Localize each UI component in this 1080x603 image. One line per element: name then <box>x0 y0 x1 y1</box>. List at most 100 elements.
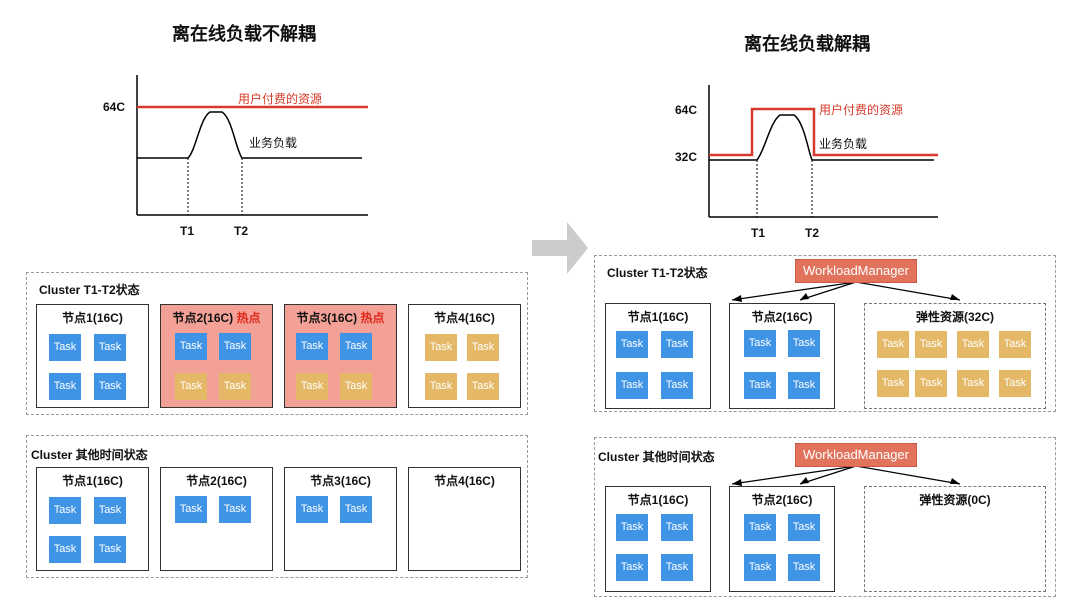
task: Task <box>788 330 820 357</box>
cluster-title: Cluster T1-T2状态 <box>607 266 708 280</box>
task: Task <box>175 373 207 400</box>
left-cluster-t1t2: Cluster T1-T2状态 节点1(16C) Task Task Task … <box>26 272 528 415</box>
task: Task <box>915 331 947 358</box>
task: Task <box>425 373 457 400</box>
task: Task <box>788 372 820 399</box>
task: Task <box>467 334 499 361</box>
task: Task <box>744 330 776 357</box>
task: Task <box>744 554 776 581</box>
node-4: 节点4(16C) Task Task Task Task <box>408 304 521 408</box>
right-t2-label: T2 <box>805 226 820 240</box>
task: Task <box>877 370 909 397</box>
node-title: 节点1(16C) <box>62 474 123 488</box>
left-y-tick-64c: 64C <box>103 100 126 114</box>
node-1: 节点1(16C) Task Task Task Task <box>605 486 711 592</box>
task: Task <box>49 497 81 524</box>
manager-arrow-b2 <box>799 465 857 485</box>
task: Task <box>999 331 1031 358</box>
task: Task <box>788 514 820 541</box>
task: Task <box>296 373 328 400</box>
task: Task <box>661 514 693 541</box>
left-t1-label: T1 <box>180 224 195 238</box>
cluster-title: Cluster 其他时间状态 <box>31 448 148 462</box>
task: Task <box>94 373 126 400</box>
node-title: 节点2(16C) 热点 <box>172 311 261 325</box>
node-1: 节点1(16C) Task Task Task Task <box>605 303 711 409</box>
task: Task <box>467 373 499 400</box>
task: Task <box>340 496 372 523</box>
task: Task <box>661 331 693 358</box>
node-2: 节点2(16C) Task Task <box>160 467 273 571</box>
task: Task <box>94 497 126 524</box>
task: Task <box>94 536 126 563</box>
left-load-label: 业务负载 <box>249 136 298 150</box>
manager-arrow-a3 <box>855 281 961 301</box>
hot-badge: 热点 <box>360 311 385 325</box>
task: Task <box>175 333 207 360</box>
task: Task <box>661 372 693 399</box>
left-resource-label: 用户付费的资源 <box>238 92 323 106</box>
node-title: 节点4(16C) <box>434 311 495 325</box>
node-title: 弹性资源(32C) <box>915 310 994 324</box>
task: Task <box>616 514 648 541</box>
manager-arrow-b3 <box>855 465 961 485</box>
right-t1-label: T1 <box>751 226 766 240</box>
task: Task <box>219 496 251 523</box>
task: Task <box>915 370 947 397</box>
task: Task <box>49 373 81 400</box>
task: Task <box>296 333 328 360</box>
node-title: 弹性资源(0C) <box>919 493 991 507</box>
node-2-hot: 节点2(16C) 热点 Task Task Task Task <box>160 304 273 408</box>
left-title: 离在线负载不解耦 <box>172 24 316 44</box>
hot-badge: 热点 <box>236 311 261 325</box>
node-4: 节点4(16C) <box>408 467 521 571</box>
manager-arrow-a1 <box>731 281 857 301</box>
node-title: 节点4(16C) <box>434 474 495 488</box>
task: Task <box>49 536 81 563</box>
task: Task <box>957 331 989 358</box>
node-2: 节点2(16C) Task Task Task Task <box>729 303 835 409</box>
task: Task <box>296 496 328 523</box>
task: Task <box>94 334 126 361</box>
task: Task <box>616 554 648 581</box>
right-cluster-other: Cluster 其他时间状态 节点1(16C) Task Task Task T… <box>594 437 1056 597</box>
right-load-curve <box>709 114 934 161</box>
task: Task <box>219 373 251 400</box>
task: Task <box>340 373 372 400</box>
elastic-resource: 弹性资源(0C) <box>864 486 1046 592</box>
task: Task <box>744 514 776 541</box>
node-title: 节点3(16C) <box>310 474 371 488</box>
task: Task <box>425 334 457 361</box>
right-title: 离在线负载解耦 <box>744 34 870 54</box>
left-load-curve <box>137 111 362 159</box>
transition-arrow <box>532 222 588 274</box>
node-title: 节点1(16C) <box>627 310 689 324</box>
node-title: 节点1(16C) <box>627 493 689 507</box>
task: Task <box>219 333 251 360</box>
task: Task <box>957 370 989 397</box>
task: Task <box>616 331 648 358</box>
task: Task <box>616 372 648 399</box>
left-t2-label: T2 <box>234 224 249 238</box>
node-3-hot: 节点3(16C) 热点 Task Task Task Task <box>284 304 397 408</box>
task: Task <box>999 370 1031 397</box>
node-2: 节点2(16C) Task Task Task Task <box>729 486 835 592</box>
right-load-label: 业务负载 <box>819 137 868 151</box>
elastic-resource: 弹性资源(32C) Task Task Task Task Task Task … <box>864 303 1046 409</box>
task: Task <box>744 372 776 399</box>
task: Task <box>877 331 909 358</box>
workload-manager-button[interactable]: WorkloadManager <box>795 443 917 467</box>
task: Task <box>49 334 81 361</box>
node-title: 节点3(16C) 热点 <box>296 311 385 325</box>
cluster-title: Cluster T1-T2状态 <box>39 283 140 297</box>
task: Task <box>340 333 372 360</box>
right-resource-line <box>709 107 938 157</box>
node-title: 节点2(16C) <box>751 310 813 324</box>
node-title: 节点2(16C) <box>186 474 247 488</box>
node-1: 节点1(16C) Task Task Task Task <box>36 304 149 408</box>
cluster-title: Cluster 其他时间状态 <box>598 450 715 464</box>
left-cluster-other: Cluster 其他时间状态 节点1(16C) Task Task Task T… <box>26 435 528 578</box>
workload-manager-button[interactable]: WorkloadManager <box>795 259 917 283</box>
right-resource-label: 用户付费的资源 <box>819 103 904 117</box>
